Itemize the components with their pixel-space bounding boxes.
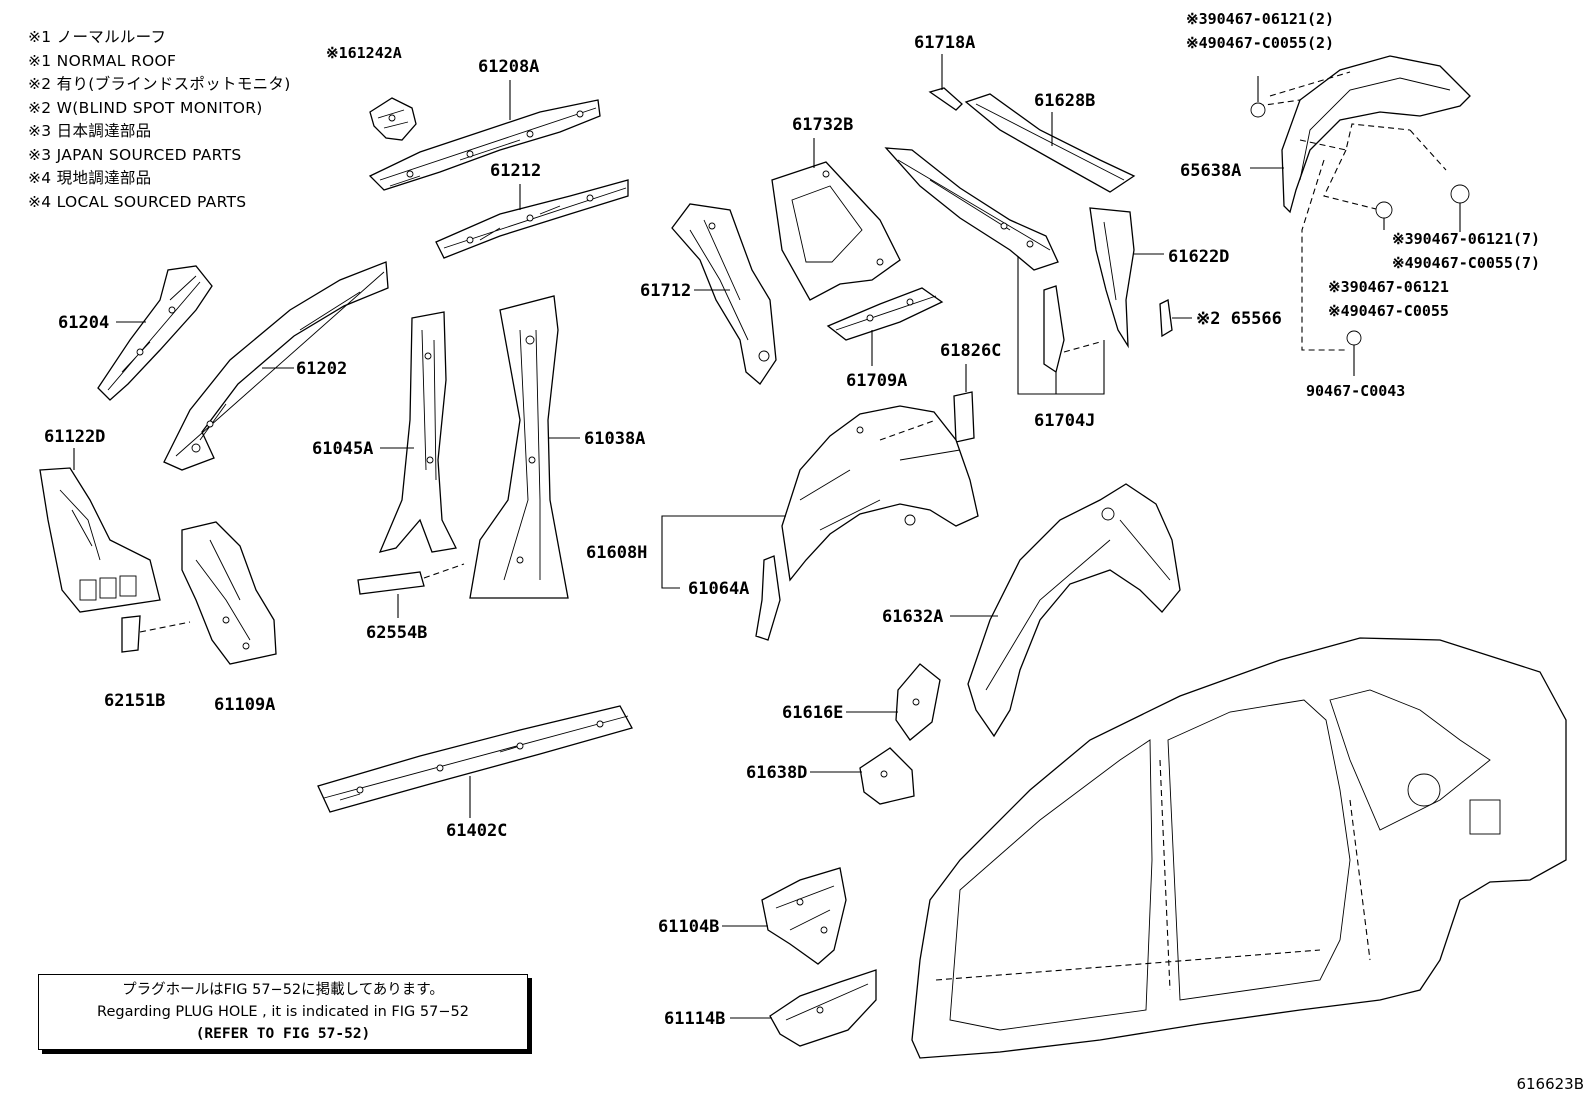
part-61622D-drawing: [1089, 207, 1164, 349]
part-62554B-drawing: [357, 563, 465, 618]
plug-note-jp: プラグホールはFIG 57−52に掲載してあります。: [122, 982, 444, 998]
label-fastener-1-jp: ※390467-06121(2): [1186, 10, 1334, 28]
note-3-en: ※3 JAPAN SOURCED PARTS: [28, 145, 242, 164]
label-61212: 61212: [490, 161, 541, 181]
label-65638A: 65638A: [1180, 161, 1241, 181]
label-61826C: 61826C: [940, 341, 1001, 361]
part-61709A-drawing: [826, 287, 944, 366]
body-side-assembly-drawing: [911, 637, 1567, 1059]
label-61104B: 61104B: [658, 917, 719, 937]
part-61204-drawing: [97, 265, 213, 401]
part-61732B-drawing: [771, 138, 901, 301]
leader-61608H-group: [661, 515, 786, 589]
note-2-jp: ※2 有り(ブラインドスポットモニタ): [28, 75, 291, 93]
label-61709A: 61709A: [846, 371, 907, 391]
label-62151B: 62151B: [104, 691, 165, 711]
label-61704J: 61704J: [1034, 411, 1095, 431]
part-61212-drawing: [435, 179, 629, 259]
label-fastener-4: 90467-C0043: [1306, 382, 1405, 400]
label-61114B: 61114B: [664, 1009, 725, 1029]
label-65566: ※2 65566: [1196, 309, 1282, 329]
part-61826C-drawing: [953, 364, 975, 443]
label-61242A: ※161242A: [326, 44, 402, 62]
note-1-jp: ※1 ノーマルルーフ: [28, 28, 167, 46]
part-61712-drawing: [671, 203, 777, 385]
plug-note-en: Regarding PLUG HOLE , it is indicated in…: [97, 1004, 469, 1020]
part-65566-drawing: [1159, 299, 1192, 338]
part-61608H-drawing: [781, 405, 979, 582]
note-4-jp: ※4 現地調達部品: [28, 169, 152, 187]
label-61064A: 61064A: [688, 579, 749, 599]
part-61202-drawing: [163, 261, 389, 471]
label-61632A: 61632A: [882, 607, 943, 627]
part-62151B-drawing: [121, 615, 191, 653]
legend-notes: ※1 ノーマルルーフ ※1 NORMAL ROOF ※2 有り(ブラインドスポッ…: [28, 26, 291, 214]
label-fastener-2-local: ※490467-C0055(7): [1392, 254, 1540, 272]
part-61064A-drawing: [755, 555, 781, 641]
label-61638D: 61638D: [746, 763, 807, 783]
label-62554B: 62554B: [366, 623, 427, 643]
part-61718A-drawing: [928, 54, 963, 111]
note-2-en: ※2 W(BLIND SPOT MONITOR): [28, 98, 263, 117]
label-61718A: 61718A: [914, 33, 975, 53]
note-4-en: ※4 LOCAL SOURCED PARTS: [28, 192, 247, 211]
note-1-en: ※1 NORMAL ROOF: [28, 51, 177, 70]
part-61628B-drawing: [964, 93, 1136, 193]
note-3-jp: ※3 日本調達部品: [28, 122, 152, 140]
label-fastener-3-jp: ※390467-06121: [1328, 278, 1449, 296]
part-61704J-drawing: [884, 147, 1105, 395]
label-fastener-1-local: ※490467-C0055(2): [1186, 34, 1334, 52]
label-61712: 61712: [640, 281, 691, 301]
label-61122D: 61122D: [44, 427, 105, 447]
label-61204: 61204: [58, 313, 109, 333]
part-61104B-drawing: [722, 867, 847, 965]
part-61616E-drawing: [846, 663, 941, 741]
part-61114B-drawing: [730, 969, 877, 1047]
label-61038A: 61038A: [584, 429, 645, 449]
plug-note-ref: (REFER TO FIG 57-52): [195, 1026, 371, 1042]
label-61045A: 61045A: [312, 439, 373, 459]
label-61616E: 61616E: [782, 703, 843, 723]
part-61402C-drawing: [317, 705, 633, 818]
label-61628B: 61628B: [1034, 91, 1095, 111]
label-61608H: 61608H: [586, 543, 647, 563]
part-61208A-drawing: [368, 80, 601, 191]
part-61045A-drawing: [378, 311, 457, 553]
part-61242A-drawing: [369, 97, 417, 141]
label-fastener-2-jp: ※390467-06121(7): [1392, 230, 1540, 248]
part-61038A-drawing: [469, 295, 580, 599]
label-61402C: 61402C: [446, 821, 507, 841]
part-61632A-drawing: [950, 483, 1181, 738]
figure-id: 616623B: [1516, 1075, 1584, 1093]
label-61109A: 61109A: [214, 695, 275, 715]
part-65638A-drawing: [1250, 55, 1471, 376]
label-61202: 61202: [296, 359, 347, 379]
part-61122D-drawing: [39, 448, 161, 613]
label-61208A: 61208A: [478, 57, 539, 77]
part-61638D-drawing: [810, 747, 915, 805]
plug-hole-note: プラグホールはFIG 57−52に掲載してあります。 Regarding PLU…: [38, 974, 528, 1050]
part-61109A-drawing: [181, 521, 277, 665]
label-61732B: 61732B: [792, 115, 853, 135]
label-61622D: 61622D: [1168, 247, 1229, 267]
label-fastener-3-local: ※490467-C0055: [1328, 302, 1449, 320]
